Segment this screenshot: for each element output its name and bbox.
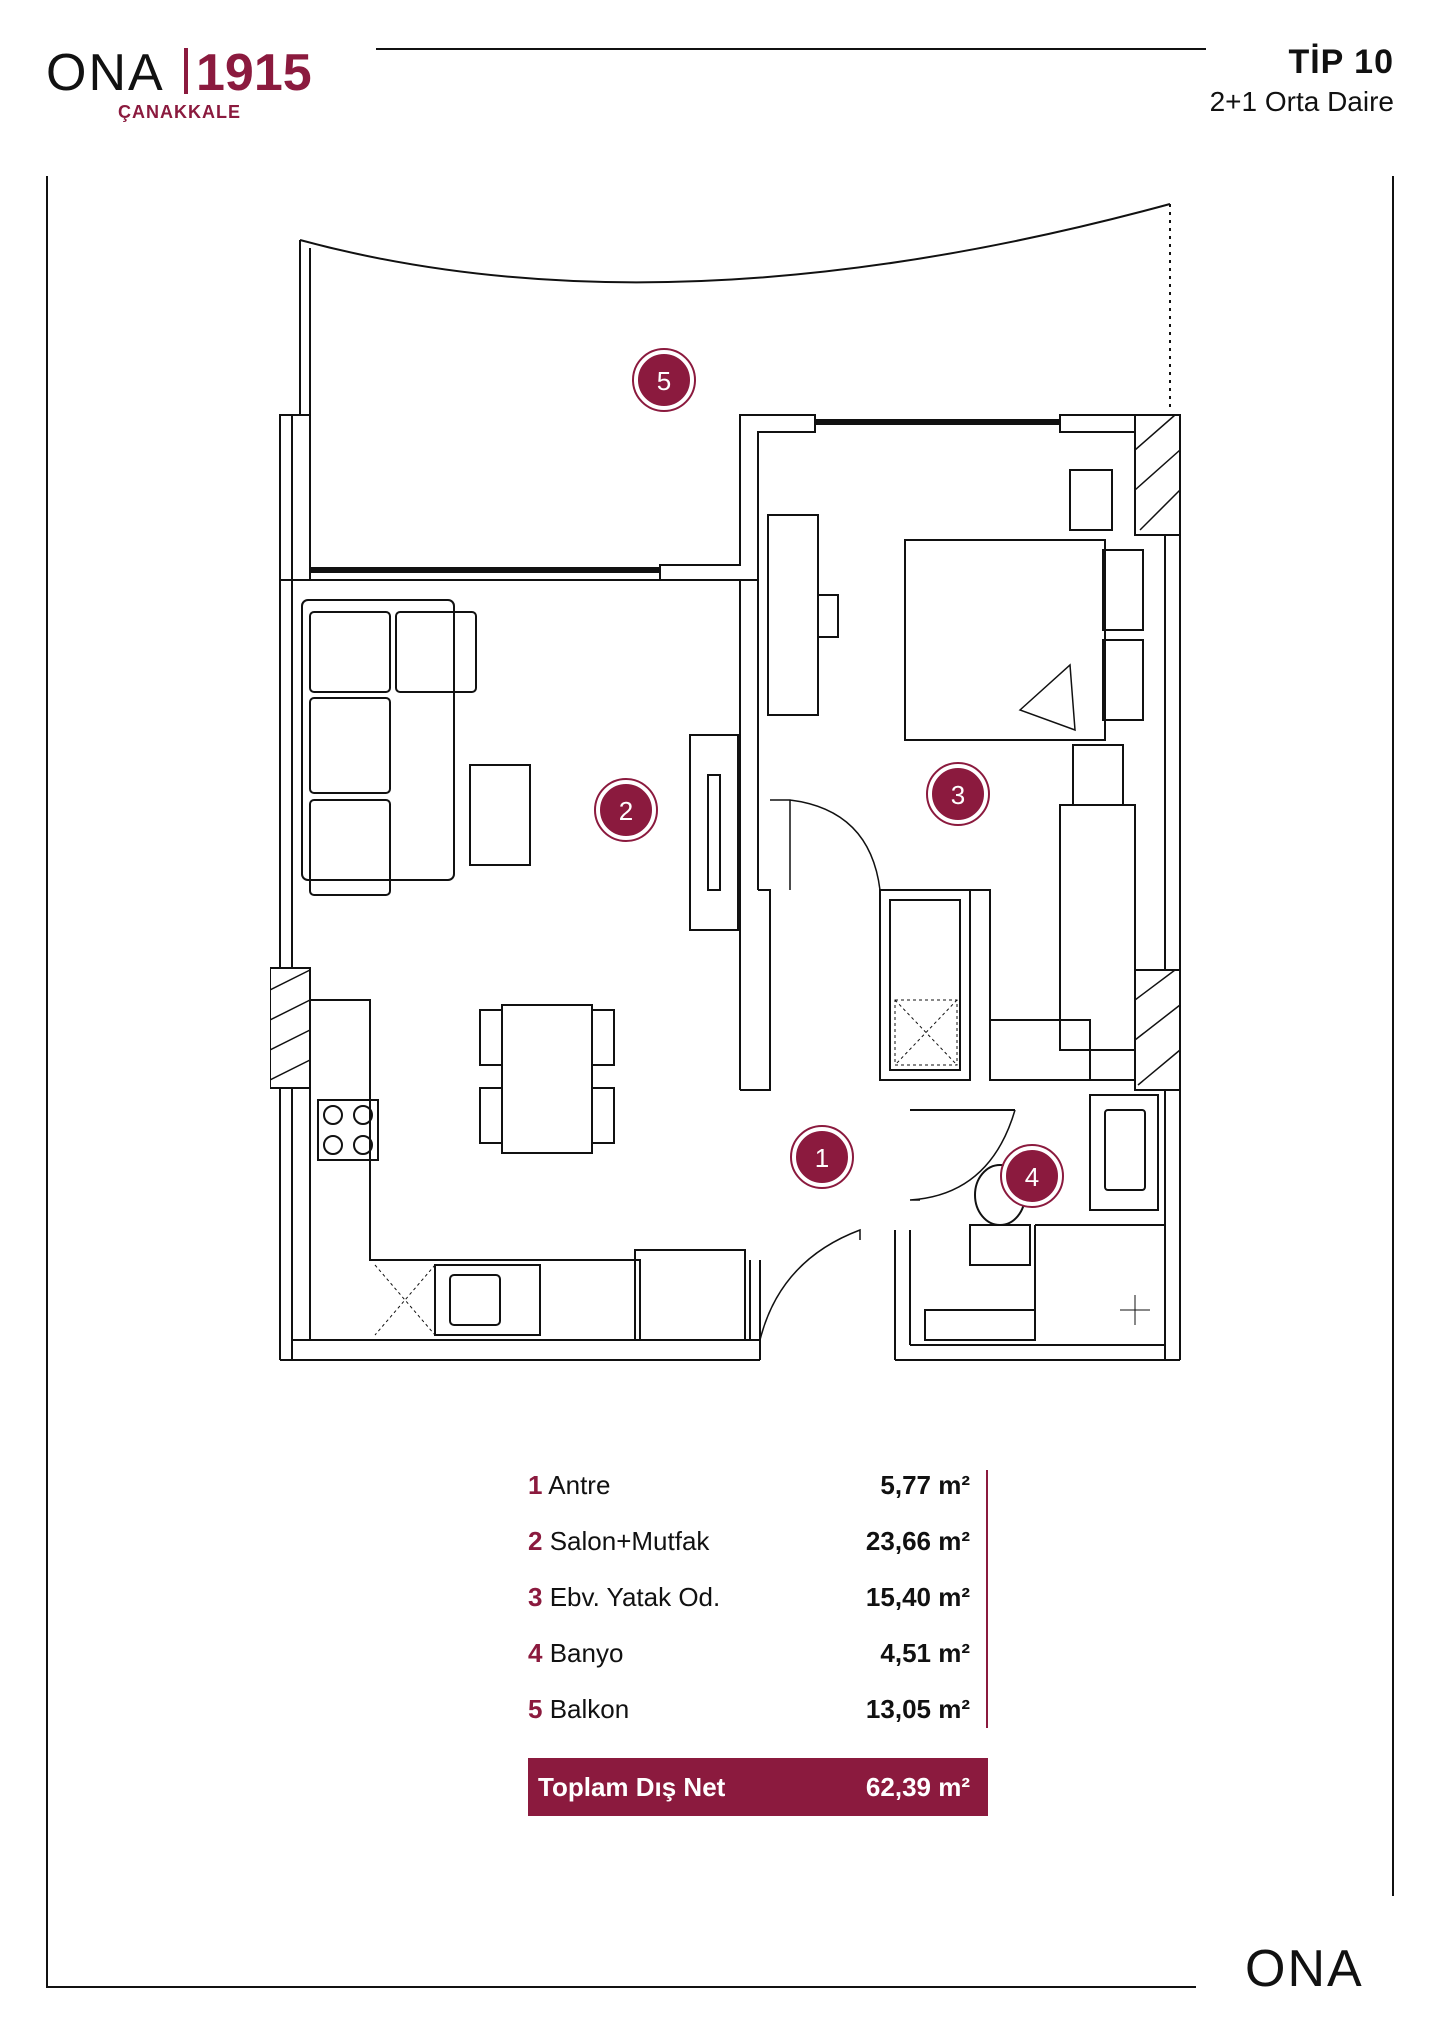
room-number: 5 [528, 1694, 543, 1724]
table-accent-bar [986, 1470, 988, 1728]
footer-logo-text: ONA [1245, 1940, 1364, 1996]
room-name: Balkon [549, 1694, 630, 1724]
room-area: 5,77 m² [880, 1470, 970, 1500]
area-table: 1 Antre 5,77 m² 2 Salon+Mutfak 23,66 m² … [528, 1470, 988, 1750]
marker-4: 4 [1000, 1144, 1064, 1213]
floor-plan: 5 2 3 1 4 [269, 180, 1190, 1380]
type-title: TİP 10 [1288, 43, 1394, 81]
room-area: 15,40 m² [865, 1582, 970, 1612]
bottom-rule [46, 1986, 1196, 1988]
right-border [1392, 176, 1394, 1896]
table-row: 3 Ebv. Yatak Od. 15,40 m² [528, 1582, 988, 1638]
left-border [46, 176, 48, 1988]
room-number: 2 [528, 1526, 543, 1556]
room-name: Banyo [549, 1638, 624, 1668]
top-rule [376, 48, 1206, 50]
room-name: Antre [548, 1470, 611, 1500]
plan-type-header: TİP 10 2+1 Orta Daire [1210, 40, 1394, 120]
room-area: 13,05 m² [865, 1694, 970, 1724]
svg-text:4: 4 [1025, 1162, 1039, 1192]
svg-text:5: 5 [657, 366, 671, 396]
table-row: 1 Antre 5,77 m² [528, 1470, 988, 1526]
room-area: 4,51 m² [880, 1638, 970, 1668]
marker-1: 1 [790, 1125, 854, 1194]
logo-name: ONA [46, 44, 165, 102]
svg-text:3: 3 [951, 780, 965, 810]
room-number: 1 [528, 1470, 543, 1500]
type-subtitle: 2+1 Orta Daire [1209, 86, 1394, 117]
room-area: 23,66 m² [865, 1526, 970, 1556]
total-row: Toplam Dış Net 62,39 m² [528, 1758, 988, 1816]
table-row: 5 Balkon 13,05 m² [528, 1694, 988, 1750]
logo-city: ÇANAKKALE [118, 102, 241, 122]
room-number: 4 [528, 1638, 543, 1668]
marker-2: 2 [594, 778, 658, 847]
svg-text:1: 1 [815, 1143, 829, 1173]
table-row: 4 Banyo 4,51 m² [528, 1638, 988, 1694]
room-name: Salon+Mutfak [549, 1526, 710, 1556]
logo-year: 1915 [196, 44, 312, 102]
footer-logo: ONA [1245, 1938, 1395, 1998]
room-number: 3 [528, 1582, 543, 1612]
total-label: Toplam Dış Net [538, 1772, 726, 1802]
marker-3: 3 [926, 762, 990, 831]
svg-text:2: 2 [619, 796, 633, 826]
room-name: Ebv. Yatak Od. [549, 1582, 721, 1612]
table-row: 2 Salon+Mutfak 23,66 m² [528, 1526, 988, 1582]
total-area: 62,39 m² [865, 1772, 970, 1802]
marker-5: 5 [632, 348, 696, 417]
brand-logo: ONA 1915 ÇANAKKALE [46, 40, 336, 130]
